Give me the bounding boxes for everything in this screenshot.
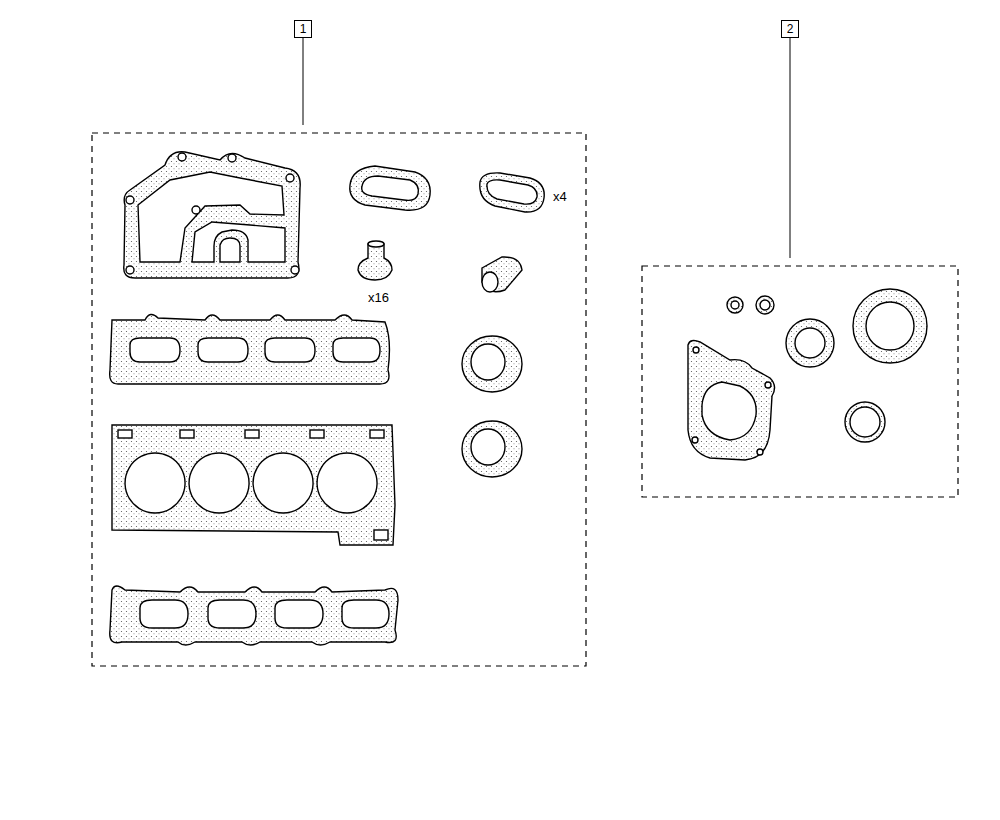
quantity-label: x4	[553, 190, 567, 203]
quantity-label: x16	[368, 291, 389, 304]
callout-box: 2	[781, 20, 799, 38]
callout-number: 2	[787, 23, 794, 35]
callout-number: 1	[300, 23, 307, 35]
callout-box: 1	[294, 20, 312, 38]
